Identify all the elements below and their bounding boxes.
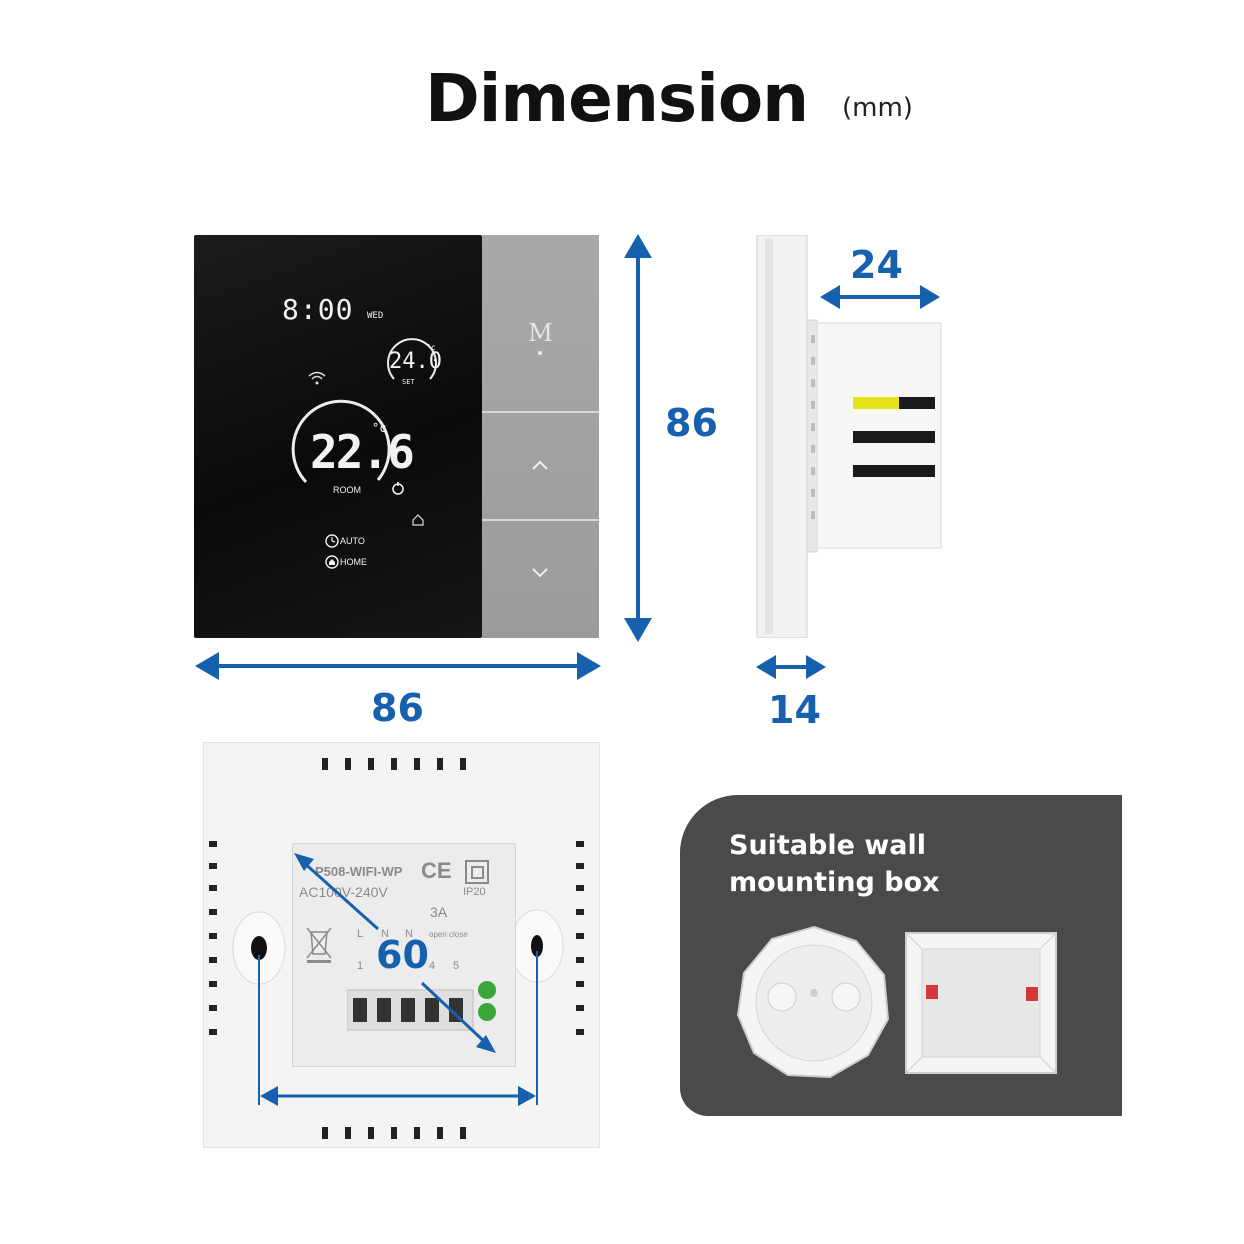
weee-bin-icon <box>306 927 332 963</box>
current-rating: 3A <box>430 904 448 920</box>
plate-depth-arrow <box>756 655 826 679</box>
clock-icon <box>325 534 339 548</box>
unit-label: (mm) <box>842 93 913 123</box>
front-width-label: 86 <box>371 686 424 730</box>
mode-auto: AUTO <box>340 536 365 546</box>
set-temp-unit: °c <box>426 343 436 352</box>
up-key[interactable] <box>482 413 599 521</box>
terminal-num-1: 1 <box>357 960 364 972</box>
chevron-down-icon <box>532 568 548 578</box>
heating-icon <box>392 482 404 495</box>
hole-spacing-arrows <box>258 853 538 1106</box>
clock-readout: 8:00 <box>282 293 354 326</box>
room-temp-unit: °c <box>372 421 387 435</box>
open-close-label: open close <box>429 930 468 939</box>
voltage-label: AC100V-240V <box>299 884 388 900</box>
terminal-n1: N <box>381 928 389 940</box>
round-box-image <box>736 925 890 1079</box>
down-key[interactable] <box>482 521 599 638</box>
class-ii-icon <box>465 860 489 884</box>
mounting-box-caption: Suitable wall mounting box <box>729 830 940 898</box>
room-temp-ring <box>291 399 391 484</box>
terminal-num-4: 4 <box>429 960 436 972</box>
ce-mark: CE <box>421 858 452 883</box>
lcd-screen: 8:00 WED 24.0 °c SET 22.6 °c ROOM <box>194 235 482 638</box>
ip-rating: IP20 <box>463 886 486 898</box>
terminal-l: L <box>357 928 364 940</box>
set-temp-readout: 24.0 <box>389 349 442 374</box>
thermostat-side <box>756 235 942 638</box>
terminal-num-5: 5 <box>453 960 460 972</box>
wifi-icon <box>308 371 326 385</box>
height-arrow <box>624 234 652 642</box>
plate-depth-label: 14 <box>768 688 821 732</box>
body-depth-label: 24 <box>850 243 903 287</box>
thermostat-back: P508-WIFI-WP AC100V-240V CE IP20 3A L N … <box>203 742 600 1148</box>
home-icon <box>325 555 339 569</box>
thermostat-front: 8:00 WED 24.0 °c SET 22.6 °c ROOM <box>194 235 599 638</box>
menu-key[interactable]: M <box>482 235 599 413</box>
mounting-box-card: Suitable wall mounting box <box>680 795 1122 1116</box>
room-label: ROOM <box>333 485 361 495</box>
chevron-up-icon <box>532 460 548 470</box>
set-label: SET <box>402 378 415 386</box>
body-depth-arrow <box>820 285 940 309</box>
menu-key-dot <box>538 351 542 355</box>
terminal-n2: N <box>405 928 413 940</box>
width-arrow <box>195 652 601 680</box>
day-readout: WED <box>367 311 384 321</box>
hole-spacing-label: 60 <box>376 933 429 977</box>
menu-key-label: M <box>528 319 553 347</box>
mode-home: HOME <box>340 557 367 567</box>
front-height-label: 86 <box>665 401 718 445</box>
page-title: Dimension <box>425 60 809 137</box>
square-box-image <box>905 932 1057 1074</box>
set-temp-ring <box>387 338 437 380</box>
wiring-module: P508-WIFI-WP AC100V-240V CE IP20 3A L N … <box>292 843 516 1067</box>
house-icon <box>412 514 424 526</box>
model-label: P508-WIFI-WP <box>315 864 403 879</box>
back-vents <box>209 758 584 1139</box>
room-temp-readout: 22.6 <box>310 425 415 479</box>
key-column: M <box>482 235 599 638</box>
